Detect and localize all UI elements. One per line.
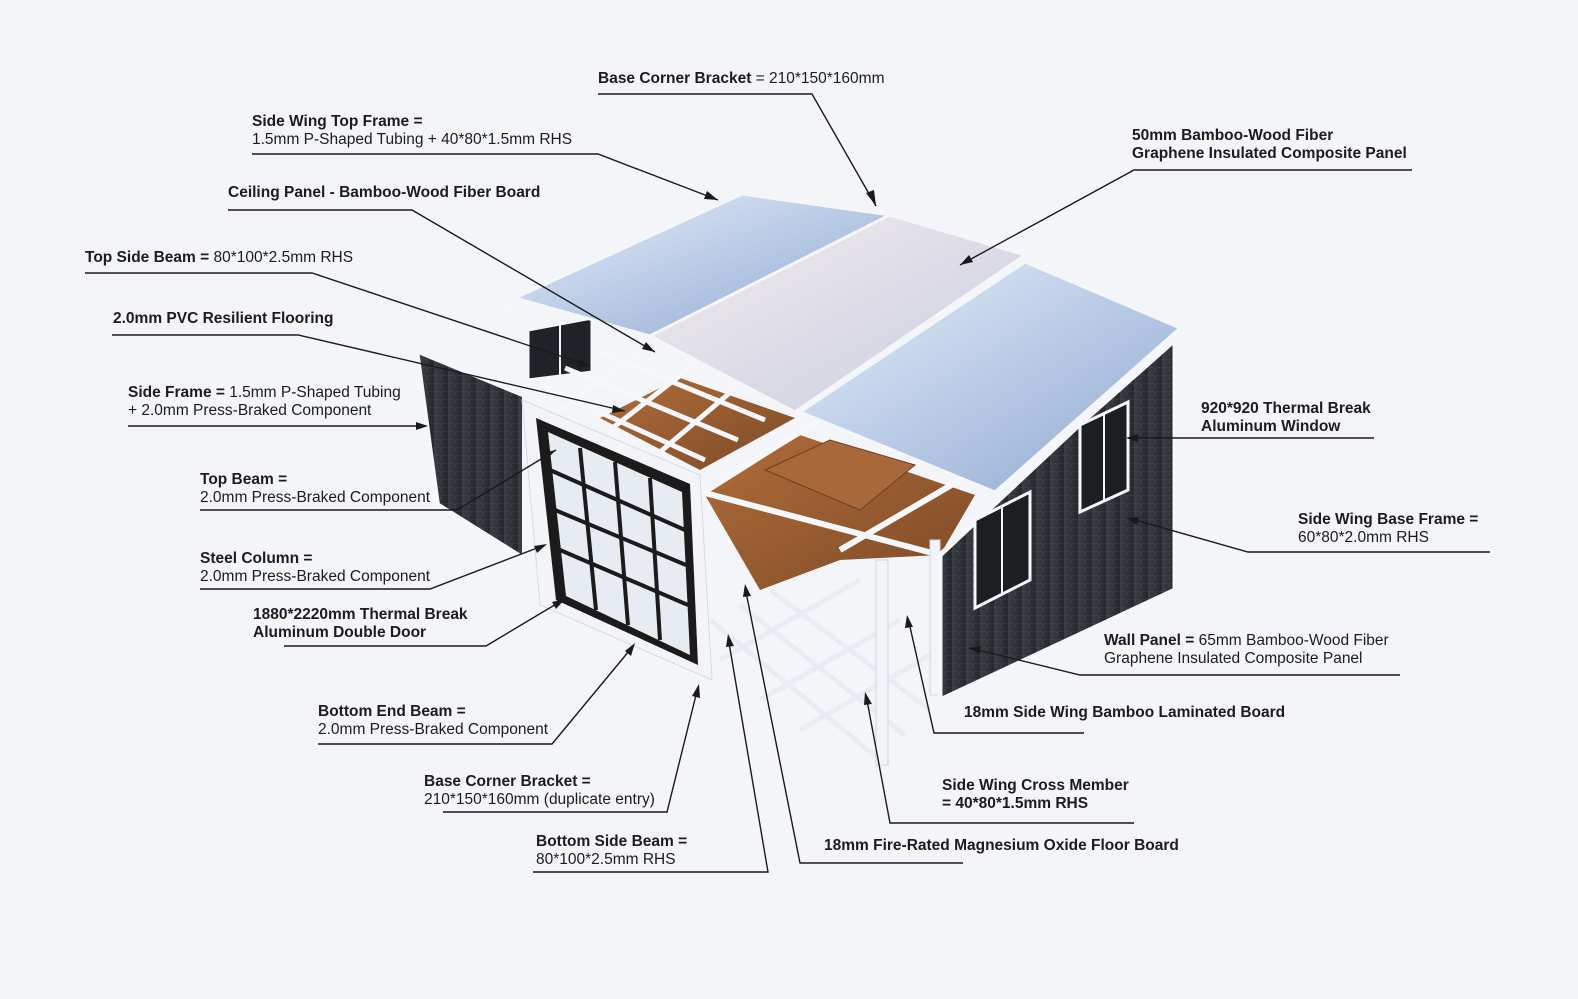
callout-side-wing-top-frame: Side Wing Top Frame =1.5mm P-Shaped Tubi… bbox=[252, 113, 573, 148]
ceiling-grid bbox=[538, 342, 766, 463]
main-floor bbox=[705, 435, 975, 590]
roof-center-panel bbox=[646, 213, 1029, 414]
side-wing-base-grid bbox=[708, 577, 932, 762]
leader-lines bbox=[85, 93, 1490, 873]
callout-base-corner-bracket-top: Base Corner Bracket = 210*150*160mm bbox=[598, 70, 885, 87]
callout-side-wing-base-frame: Side Wing Base Frame =60*80*2.0mm RHS bbox=[1298, 511, 1479, 546]
callout-bottom-side-beam: Bottom Side Beam =80*100*2.5mm RHS bbox=[536, 833, 688, 868]
callout-side-wing-cross-member: Side Wing Cross Member= 40*80*1.5mm RHS bbox=[942, 777, 1129, 812]
callout-ceiling-panel: Ceiling Panel - Bamboo-Wood Fiber Board bbox=[228, 184, 541, 201]
callout-side-frame: Side Frame = 1.5mm P-Shaped Tubing+ 2.0m… bbox=[128, 384, 401, 419]
left-side-wall bbox=[412, 345, 528, 566]
callout-top-beam: Top Beam =2.0mm Press-Braked Component bbox=[200, 471, 431, 506]
callout-steel-column: Steel Column =2.0mm Press-Braked Compone… bbox=[200, 550, 431, 585]
raised-board bbox=[763, 439, 917, 511]
side-wing-column bbox=[875, 559, 889, 766]
callout-bamboo-laminated-board: 18mm Side Wing Bamboo Laminated Board bbox=[964, 704, 1286, 721]
callout-bottom-end-beam: Bottom End Beam =2.0mm Press-Braked Comp… bbox=[318, 703, 549, 738]
callout-top-side-beam: Top Side Beam = 80*100*2.5mm RHS bbox=[85, 249, 354, 266]
callout-magnesium-floor-board: 18mm Fire-Rated Magnesium Oxide Floor Bo… bbox=[824, 837, 1179, 854]
door-mullions bbox=[549, 447, 689, 641]
callout-base-corner-bracket-bottom: Base Corner Bracket =210*150*160mm (dupl… bbox=[424, 773, 655, 808]
leader-arrowheads bbox=[416, 190, 1139, 705]
callout-pvc-flooring: 2.0mm PVC Resilient Flooring bbox=[113, 310, 334, 327]
